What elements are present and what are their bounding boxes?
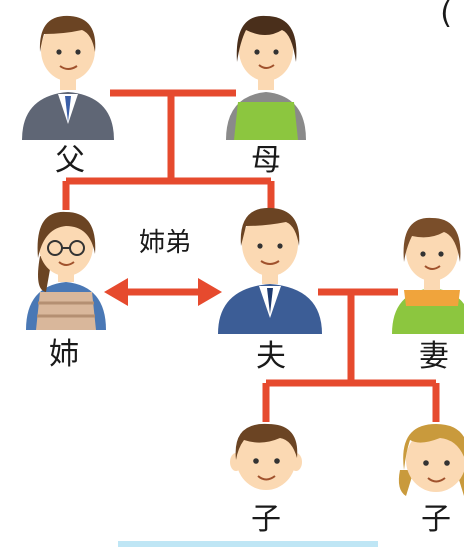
sibling-arrow — [104, 278, 222, 306]
relationship-label: 姉弟 — [138, 228, 192, 258]
bottom-strip — [118, 541, 378, 547]
child-left-figure — [230, 423, 302, 490]
label-child-left: 子 — [251, 502, 281, 537]
label-father: 父 — [55, 143, 85, 178]
husband-figure — [218, 207, 322, 334]
cutoff-top-text: ( — [440, 0, 452, 31]
wife-figure — [392, 217, 464, 334]
label-husband: 夫 — [256, 339, 286, 374]
label-sister: 姉 — [49, 337, 79, 372]
sister-figure — [26, 211, 106, 330]
label-child-right: 子 — [421, 502, 451, 537]
mother-figure — [226, 15, 306, 140]
label-wife: 妻 — [419, 339, 449, 374]
label-mother: 母 — [251, 143, 281, 178]
father-figure — [22, 15, 114, 140]
child-right-figure — [398, 424, 464, 496]
connector-lines — [62, 89, 440, 422]
